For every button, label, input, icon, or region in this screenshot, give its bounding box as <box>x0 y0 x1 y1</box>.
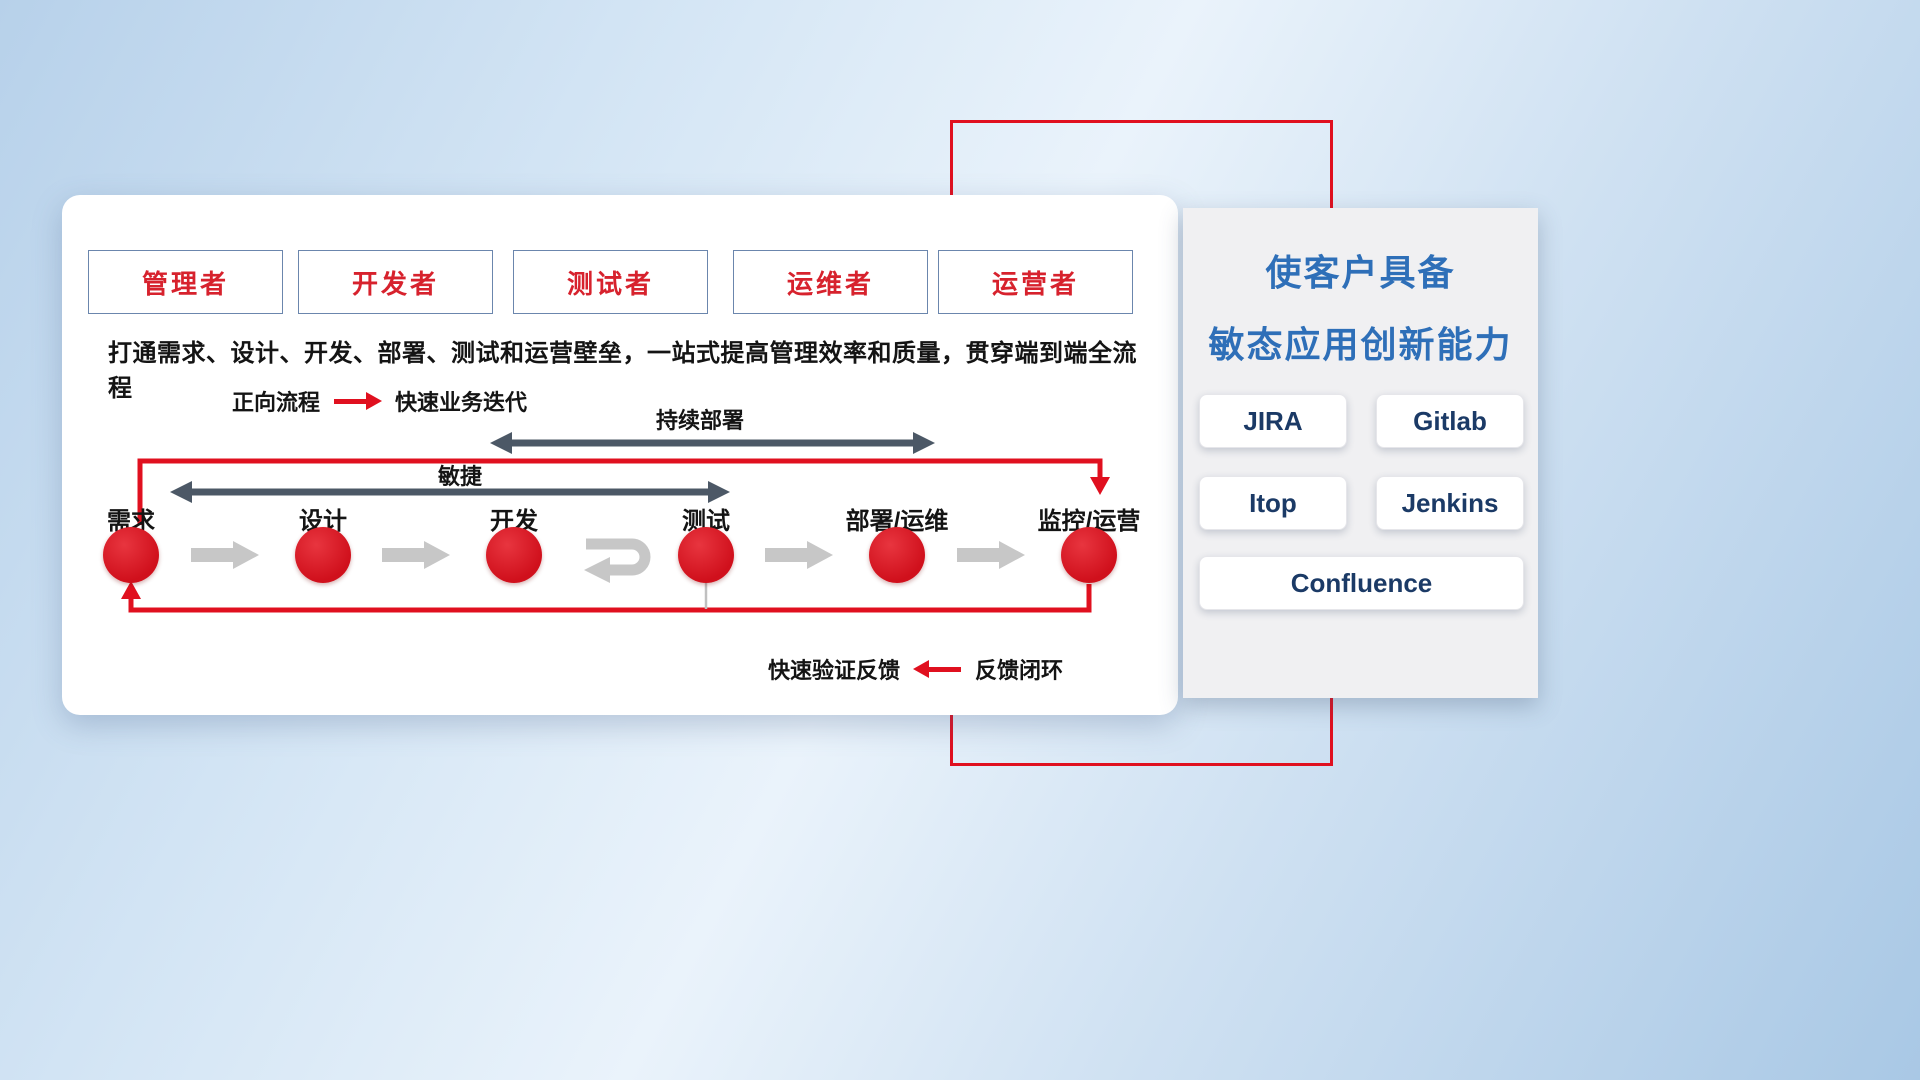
role-box-manager: 管理者 <box>88 250 283 314</box>
capability-panel: 使客户具备 敏态应用创新能力 JIRA Gitlab Itop Jenkins … <box>1183 208 1538 698</box>
stage-arrow-2 <box>382 541 450 569</box>
forward-flow-legend: 正向流程 快速业务迭代 <box>232 385 527 417</box>
stage-arrow-5 <box>957 541 1025 569</box>
stage-node-deploy-ops <box>869 527 925 583</box>
feedback-label: 反馈闭环 <box>975 658 1064 683</box>
stage-node-develop <box>486 527 542 583</box>
forward-arrow-icon <box>334 391 383 410</box>
stage-node-requirements <box>103 527 159 583</box>
role-box-developer: 开发者 <box>298 250 493 314</box>
feedback-legend: 快速验证反馈 反馈闭环 <box>768 653 1063 685</box>
devops-pipeline-card: 管理者 开发者 测试者 运维者 运营者 打通需求、设计、开发、部署、测试和运营壁… <box>62 195 1178 715</box>
tool-jenkins: Jenkins <box>1376 476 1524 530</box>
role-box-operator: 运营者 <box>938 250 1133 314</box>
iteration-uturn-icon <box>584 538 651 583</box>
stage-node-test <box>678 527 734 583</box>
panel-title-line1: 使客户具备 <box>1265 252 1456 293</box>
stage-arrow-1 <box>191 541 259 569</box>
agile-arrow <box>170 481 730 503</box>
feedback-arrow-icon <box>913 659 962 678</box>
role-label-tester: 测试者 <box>566 268 654 299</box>
role-box-tester: 测试者 <box>513 250 708 314</box>
forward-flow-desc: 快速业务迭代 <box>395 390 528 415</box>
forward-flow-label: 正向流程 <box>232 390 321 415</box>
role-label-developer: 开发者 <box>351 268 439 299</box>
tool-gitlab: Gitlab <box>1376 394 1524 448</box>
role-box-ops: 运维者 <box>733 250 928 314</box>
continuous-deployment-label: 持续部署 <box>655 408 744 433</box>
continuous-deployment-arrow <box>490 432 935 454</box>
pipeline-description: 打通需求、设计、开发、部署、测试和运营壁垒，一站式提高管理效率和质量，贯穿端到端… <box>108 340 1137 402</box>
tool-jira: JIRA <box>1199 394 1347 448</box>
role-label-manager: 管理者 <box>141 268 229 299</box>
stage-node-design <box>295 527 351 583</box>
feedback-loop-line <box>121 581 1092 613</box>
panel-title-line2: 敏态应用创新能力 <box>1208 324 1513 365</box>
flow-lines-layer <box>121 432 1110 613</box>
tool-confluence: Confluence <box>1199 556 1524 610</box>
agile-label: 敏捷 <box>437 464 482 489</box>
feedback-desc: 快速验证反馈 <box>768 658 901 683</box>
forward-loop-line <box>137 458 1110 525</box>
stage-arrow-4 <box>765 541 833 569</box>
tool-itop: Itop <box>1199 476 1347 530</box>
role-label-ops: 运维者 <box>786 268 874 299</box>
role-label-operator: 运营者 <box>991 268 1079 299</box>
stage-node-monitor-operate <box>1061 527 1117 583</box>
